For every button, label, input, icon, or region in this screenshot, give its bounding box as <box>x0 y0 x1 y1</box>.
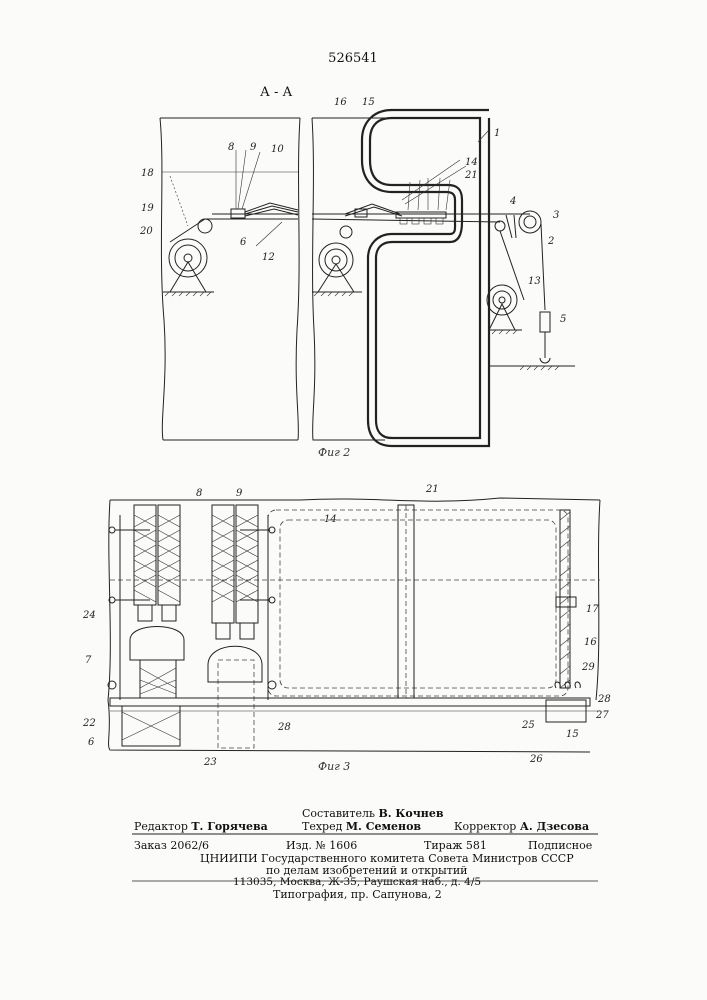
fig3-label: 26 <box>529 754 543 765</box>
fig3-number-labels: 8 9 14 21 24 7 17 16 29 22 6 28 23 25 28… <box>82 484 611 768</box>
composer-name: В. Кочнев <box>378 807 443 820</box>
fig3-label: 21 <box>425 484 439 495</box>
fig2-label: 2 <box>547 236 554 247</box>
editor-name: Т. Горячева <box>191 820 267 833</box>
fig2-label: 3 <box>553 210 559 221</box>
fig3-mid-columns <box>208 505 276 748</box>
fig2-label: 6 <box>240 237 247 248</box>
editor-label: Редактор <box>134 820 188 833</box>
fig3-label: 29 <box>581 662 595 673</box>
fig2-label: 9 <box>250 142 257 153</box>
composer-line: Составитель В. Кочнев <box>302 807 444 820</box>
printer-line: Типография, пр. Сапунова, 2 <box>273 888 442 901</box>
figure-3: 8 9 14 21 24 7 17 16 29 22 6 28 23 25 28… <box>82 484 611 773</box>
subscription-label: Подписное <box>528 839 592 852</box>
fig2-label: 21 <box>464 170 478 181</box>
fig3-label: 16 <box>584 637 597 648</box>
fig3-label: 22 <box>82 718 96 729</box>
fig2-label: 14 <box>465 157 478 168</box>
fig2-label: 18 <box>141 168 154 179</box>
patent-number: 526541 <box>328 51 378 66</box>
order-number: Заказ 2062/6 <box>134 839 209 852</box>
fig3-caption: Фиг 3 <box>318 760 350 773</box>
techred-label: Техред <box>302 820 342 833</box>
fig2-label: 20 <box>139 226 153 237</box>
fig2-label: 13 <box>528 276 541 287</box>
corrector-name: А. Дзесова <box>520 820 589 833</box>
editor-line: Редактор Т. Горячева <box>134 820 268 833</box>
techred-line: Техред М. Семенов <box>302 820 421 833</box>
fig2-label: 4 <box>509 196 516 207</box>
fig2-label: 1 <box>494 128 500 139</box>
fig3-label: 27 <box>595 710 609 721</box>
fig2-label: 15 <box>362 97 375 108</box>
fig3-label: 28 <box>597 694 611 705</box>
fig3-label: 23 <box>203 757 217 768</box>
fig3-label: 6 <box>88 737 95 748</box>
print-run: Тираж 581 <box>424 839 487 852</box>
fig2-label: 12 <box>262 252 275 263</box>
figure-2: 8 9 10 18 19 20 6 12 16 15 1 14 21 4 3 2… <box>139 97 575 459</box>
fig2-caption: Фиг 2 <box>318 446 350 459</box>
edition-number: Изд. № 1606 <box>286 839 357 852</box>
corrector-line: Корректор А. Дзесова <box>454 820 589 833</box>
fig3-left-columns <box>108 505 184 746</box>
fig3-label: 24 <box>82 610 96 621</box>
fig2-left-panel-right-edge <box>296 118 300 440</box>
address-line: 113035, Москва, Ж-35, Раушская наб., д. … <box>233 876 481 888</box>
composer-label: Составитель <box>302 807 375 820</box>
fig3-label: 9 <box>236 488 243 499</box>
fig3-label: 25 <box>521 720 535 731</box>
fig3-label: 17 <box>586 604 599 615</box>
fig2-label: 10 <box>271 144 284 155</box>
fig2-label: 5 <box>560 314 566 325</box>
fig2-label: 16 <box>334 97 347 108</box>
section-label: А - А <box>260 85 293 100</box>
fig3-label: 28 <box>277 722 291 733</box>
fig2-label: 19 <box>141 203 154 214</box>
fig3-label: 14 <box>324 514 337 525</box>
fig3-label: 15 <box>566 729 579 740</box>
fig3-label: 8 <box>196 488 202 499</box>
techred-name: М. Семенов <box>346 820 421 833</box>
fig2-label: 8 <box>228 142 234 153</box>
fig2-left-panel-left-edge <box>160 118 165 440</box>
corrector-label: Корректор <box>454 820 516 833</box>
fig3-label: 7 <box>85 655 92 666</box>
